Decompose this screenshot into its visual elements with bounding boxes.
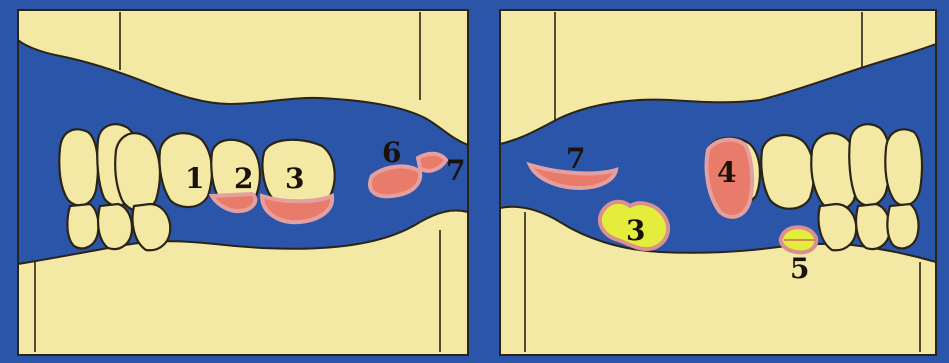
left-tooth-lower-1 [67, 204, 98, 248]
right-label-7: 7 [566, 142, 585, 175]
left-tooth-lower-3 [133, 204, 171, 250]
left-label-6: 6 [382, 136, 401, 169]
right-tooth-incisor-2 [885, 129, 922, 205]
right-label-4: 4 [717, 156, 736, 189]
right-tooth-incisor-1 [849, 124, 890, 205]
right-tooth-premolar [761, 135, 814, 209]
right-label-5: 5 [790, 252, 809, 285]
right-label-3: 3 [626, 214, 645, 247]
right-panel: 7 4 3 5 [500, 10, 936, 355]
left-tooth-incisor-1 [59, 129, 98, 205]
left-label-2: 2 [234, 162, 253, 195]
left-tooth-lower-2 [98, 204, 132, 249]
left-panel: 1 2 3 6 7 [18, 10, 468, 355]
right-tooth-lower-1 [819, 204, 857, 250]
left-tooth-canine [115, 133, 160, 211]
left-label-7: 7 [446, 154, 465, 187]
right-tooth-lower-2 [856, 204, 890, 249]
left-label-1: 1 [185, 162, 204, 195]
left-label-3: 3 [285, 162, 304, 195]
right-tooth-lower-3 [887, 204, 918, 248]
